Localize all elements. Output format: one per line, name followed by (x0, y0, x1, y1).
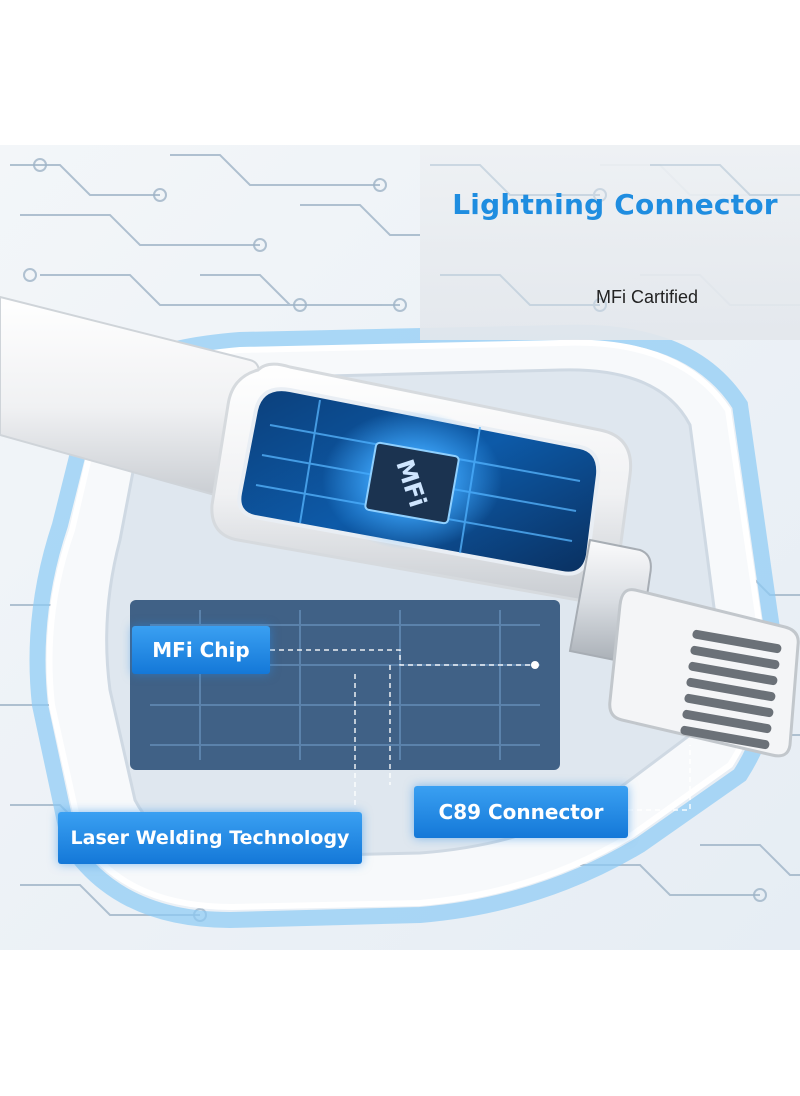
plug-contacts (680, 629, 782, 750)
cable-illustration: MFi (0, 145, 800, 950)
callout-dot (531, 661, 539, 669)
mfi-chip: MFi (364, 441, 460, 525)
header-panel (420, 145, 800, 340)
panel-traces (430, 164, 800, 312)
panel-title: Lightning Connector (452, 188, 778, 221)
laser-welding-label: Laser Welding Technology (58, 812, 362, 864)
c89-connector-label: C89 Connector (414, 786, 628, 838)
panel-subtitle: MFi Cartified (596, 287, 699, 307)
mfi-chip-label: MFi Chip (132, 626, 270, 674)
callout-lines (270, 649, 691, 811)
